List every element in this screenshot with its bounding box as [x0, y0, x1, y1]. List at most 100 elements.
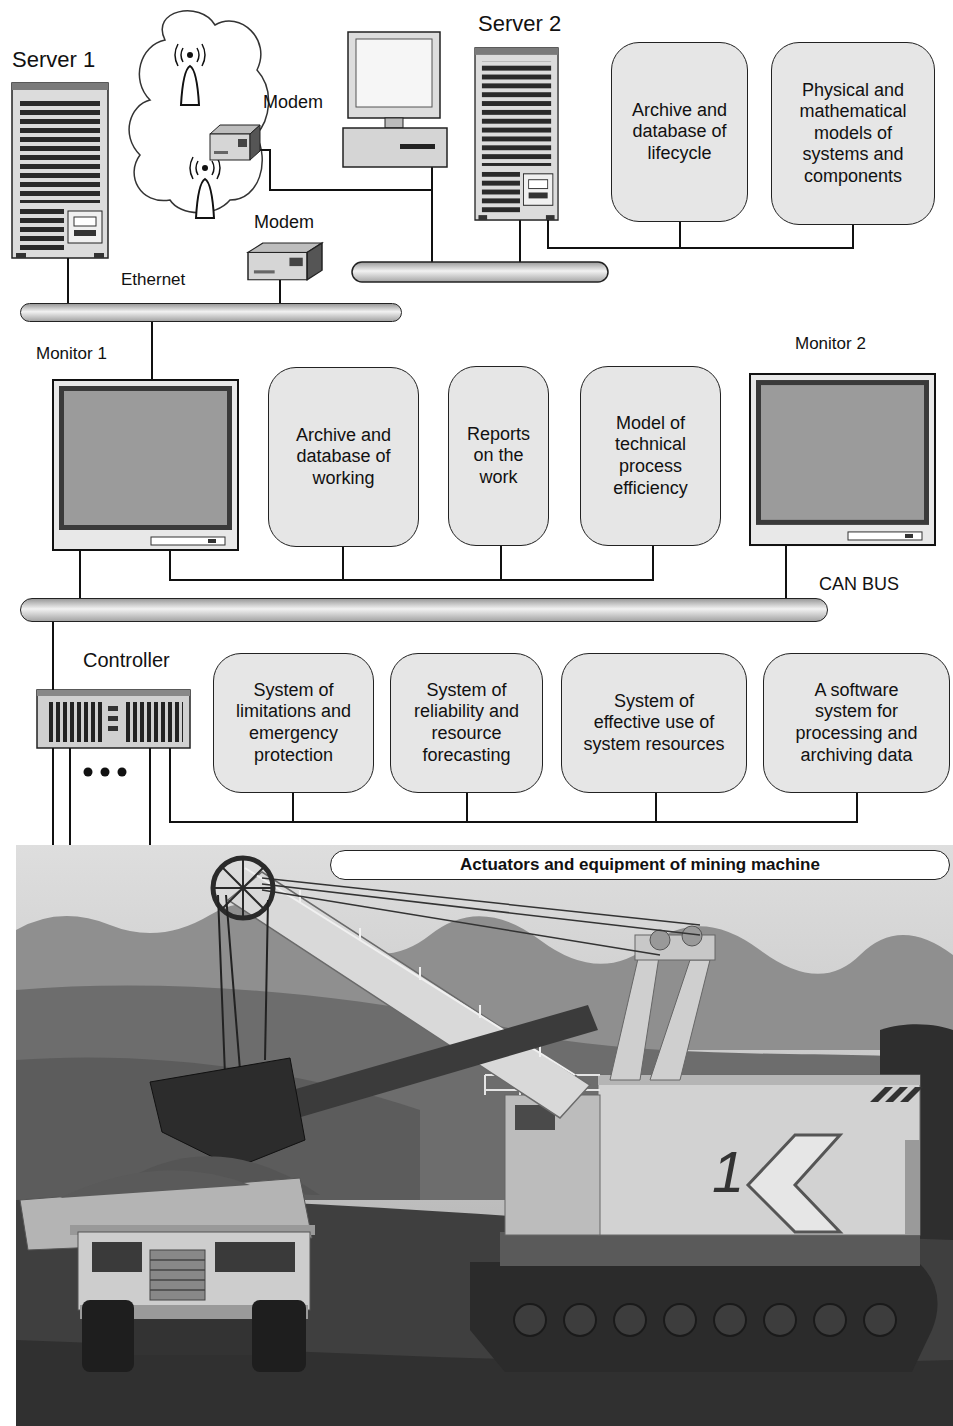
- mining-photo: [514, 1304, 546, 1336]
- mining-photo: [16, 845, 953, 1426]
- mining-photo: [564, 1304, 596, 1336]
- mining-photo: [505, 1095, 600, 1235]
- module-box: Archive and database of working: [268, 367, 419, 547]
- ethernet-bus: Ethernet: [20, 303, 402, 322]
- mining-photo: [764, 1304, 796, 1336]
- mining-photo: [748, 1135, 840, 1232]
- mining-photo: [905, 1140, 920, 1235]
- controller-label: Controller: [83, 649, 170, 672]
- bus-connector: [785, 545, 787, 598]
- computer-icon: [385, 118, 403, 128]
- banner-text: Actuators and equipment of mining machin…: [330, 850, 950, 880]
- mining-photo: [650, 960, 710, 1080]
- bus-connector: [170, 547, 343, 580]
- mining-photo: [262, 878, 700, 955]
- mining-photo: [78, 1232, 310, 1310]
- monitor-node: Monitor 2: [750, 374, 935, 545]
- server-icon: [475, 48, 558, 220]
- computer-icon: [400, 144, 435, 149]
- controller-icon: [108, 706, 118, 711]
- monitor-label: Monitor 2: [795, 334, 866, 354]
- mining-photo: [150, 1058, 305, 1168]
- module-text: Archive and database of working: [281, 425, 406, 490]
- module-box: Reports on the work: [448, 366, 549, 546]
- controller-icon: [37, 690, 190, 696]
- modem-icon: [210, 125, 260, 160]
- mining-photo: [635, 935, 715, 960]
- server-label: Server 1: [12, 47, 95, 72]
- mining-photo: [134, 1315, 252, 1355]
- bus-connector: [69, 748, 71, 845]
- server-icon: [12, 83, 108, 258]
- module-box: Archive and database of lifecycle: [611, 42, 748, 222]
- mining-photo: [814, 1304, 846, 1336]
- bus-connector: [279, 280, 281, 303]
- network-bus: [352, 262, 608, 282]
- module-text: A software system for processing and arc…: [788, 680, 925, 766]
- mining-photo: [150, 1250, 205, 1300]
- module-box: System of limitations and emergency prot…: [213, 653, 374, 793]
- mining-photo: [610, 950, 660, 1080]
- mining-photo: [16, 845, 953, 1426]
- mining-photo: [60, 1170, 250, 1198]
- server-label: Server 2: [478, 11, 561, 36]
- bus-connector: [170, 546, 653, 580]
- module-box: System of reliability and resource forec…: [390, 653, 543, 793]
- monitor-icon: [750, 374, 935, 545]
- module-text: Physical and mathematical models of syst…: [789, 80, 917, 188]
- module-box: A software system for processing and arc…: [763, 653, 950, 793]
- bus-connector: [79, 550, 81, 598]
- mining-photo: [252, 1300, 306, 1372]
- module-text: Archive and database of lifecycle: [622, 100, 737, 165]
- computer-icon: [348, 32, 440, 118]
- more-dots: [118, 768, 127, 777]
- mining-photo: [514, 1304, 896, 1336]
- modem-label: Modem: [263, 92, 323, 113]
- controller-icon: [37, 690, 190, 748]
- bus-connector: [548, 220, 680, 248]
- server-node: Server 2: [475, 48, 558, 220]
- mining-photo: [213, 858, 273, 918]
- module-text: Model of technical process efficiency: [593, 413, 708, 499]
- antenna-icon: [175, 44, 205, 105]
- bus-connector: [149, 748, 151, 845]
- modem-node: Modem: [248, 243, 322, 280]
- cloud: [129, 11, 269, 213]
- module-text: System of limitations and emergency prot…: [226, 680, 361, 766]
- server-node: Server 1: [12, 83, 108, 258]
- mining-photo: [870, 1087, 923, 1102]
- mining-photo: [598, 1075, 920, 1085]
- bus-connector: [52, 622, 54, 690]
- modem-node: Modem: [210, 125, 260, 162]
- more-dots: [101, 768, 110, 777]
- mining-photo: [500, 1232, 920, 1266]
- machine-panel: Actuators and equipment of mining machin…: [16, 845, 953, 1426]
- more-dots: [84, 768, 93, 777]
- mining-photo: [218, 895, 268, 1075]
- mining-photo: [150, 1260, 205, 1290]
- computer-icon: [343, 32, 447, 167]
- monitor-icon: [53, 380, 238, 550]
- mining-photo: [650, 930, 670, 950]
- monitor-label: Monitor 1: [36, 344, 107, 364]
- module-text: System of effective use of system resour…: [580, 691, 728, 756]
- computer-icon: [356, 39, 432, 107]
- mining-photo: [614, 1304, 646, 1336]
- controller-node: Controller: [37, 690, 190, 748]
- module-box: Model of technical process efficiency: [580, 366, 721, 546]
- mining-photo: [213, 858, 273, 918]
- module-text: System of reliability and resource forec…: [403, 680, 530, 766]
- mining-photo: [682, 926, 702, 946]
- bus-connector: [52, 748, 54, 845]
- bus-connector: [170, 546, 501, 580]
- mining-photo: [92, 1242, 142, 1272]
- module-box: System of effective use of system resour…: [561, 653, 747, 793]
- controller-icon: [46, 702, 103, 742]
- mining-photo: [714, 1304, 746, 1336]
- can-bus: CAN BUS: [20, 598, 828, 622]
- bus-label: Ethernet: [121, 270, 185, 290]
- machine-number: 1: [712, 1143, 744, 1201]
- mining-photo: [215, 1242, 295, 1272]
- controller-icon: [108, 716, 118, 721]
